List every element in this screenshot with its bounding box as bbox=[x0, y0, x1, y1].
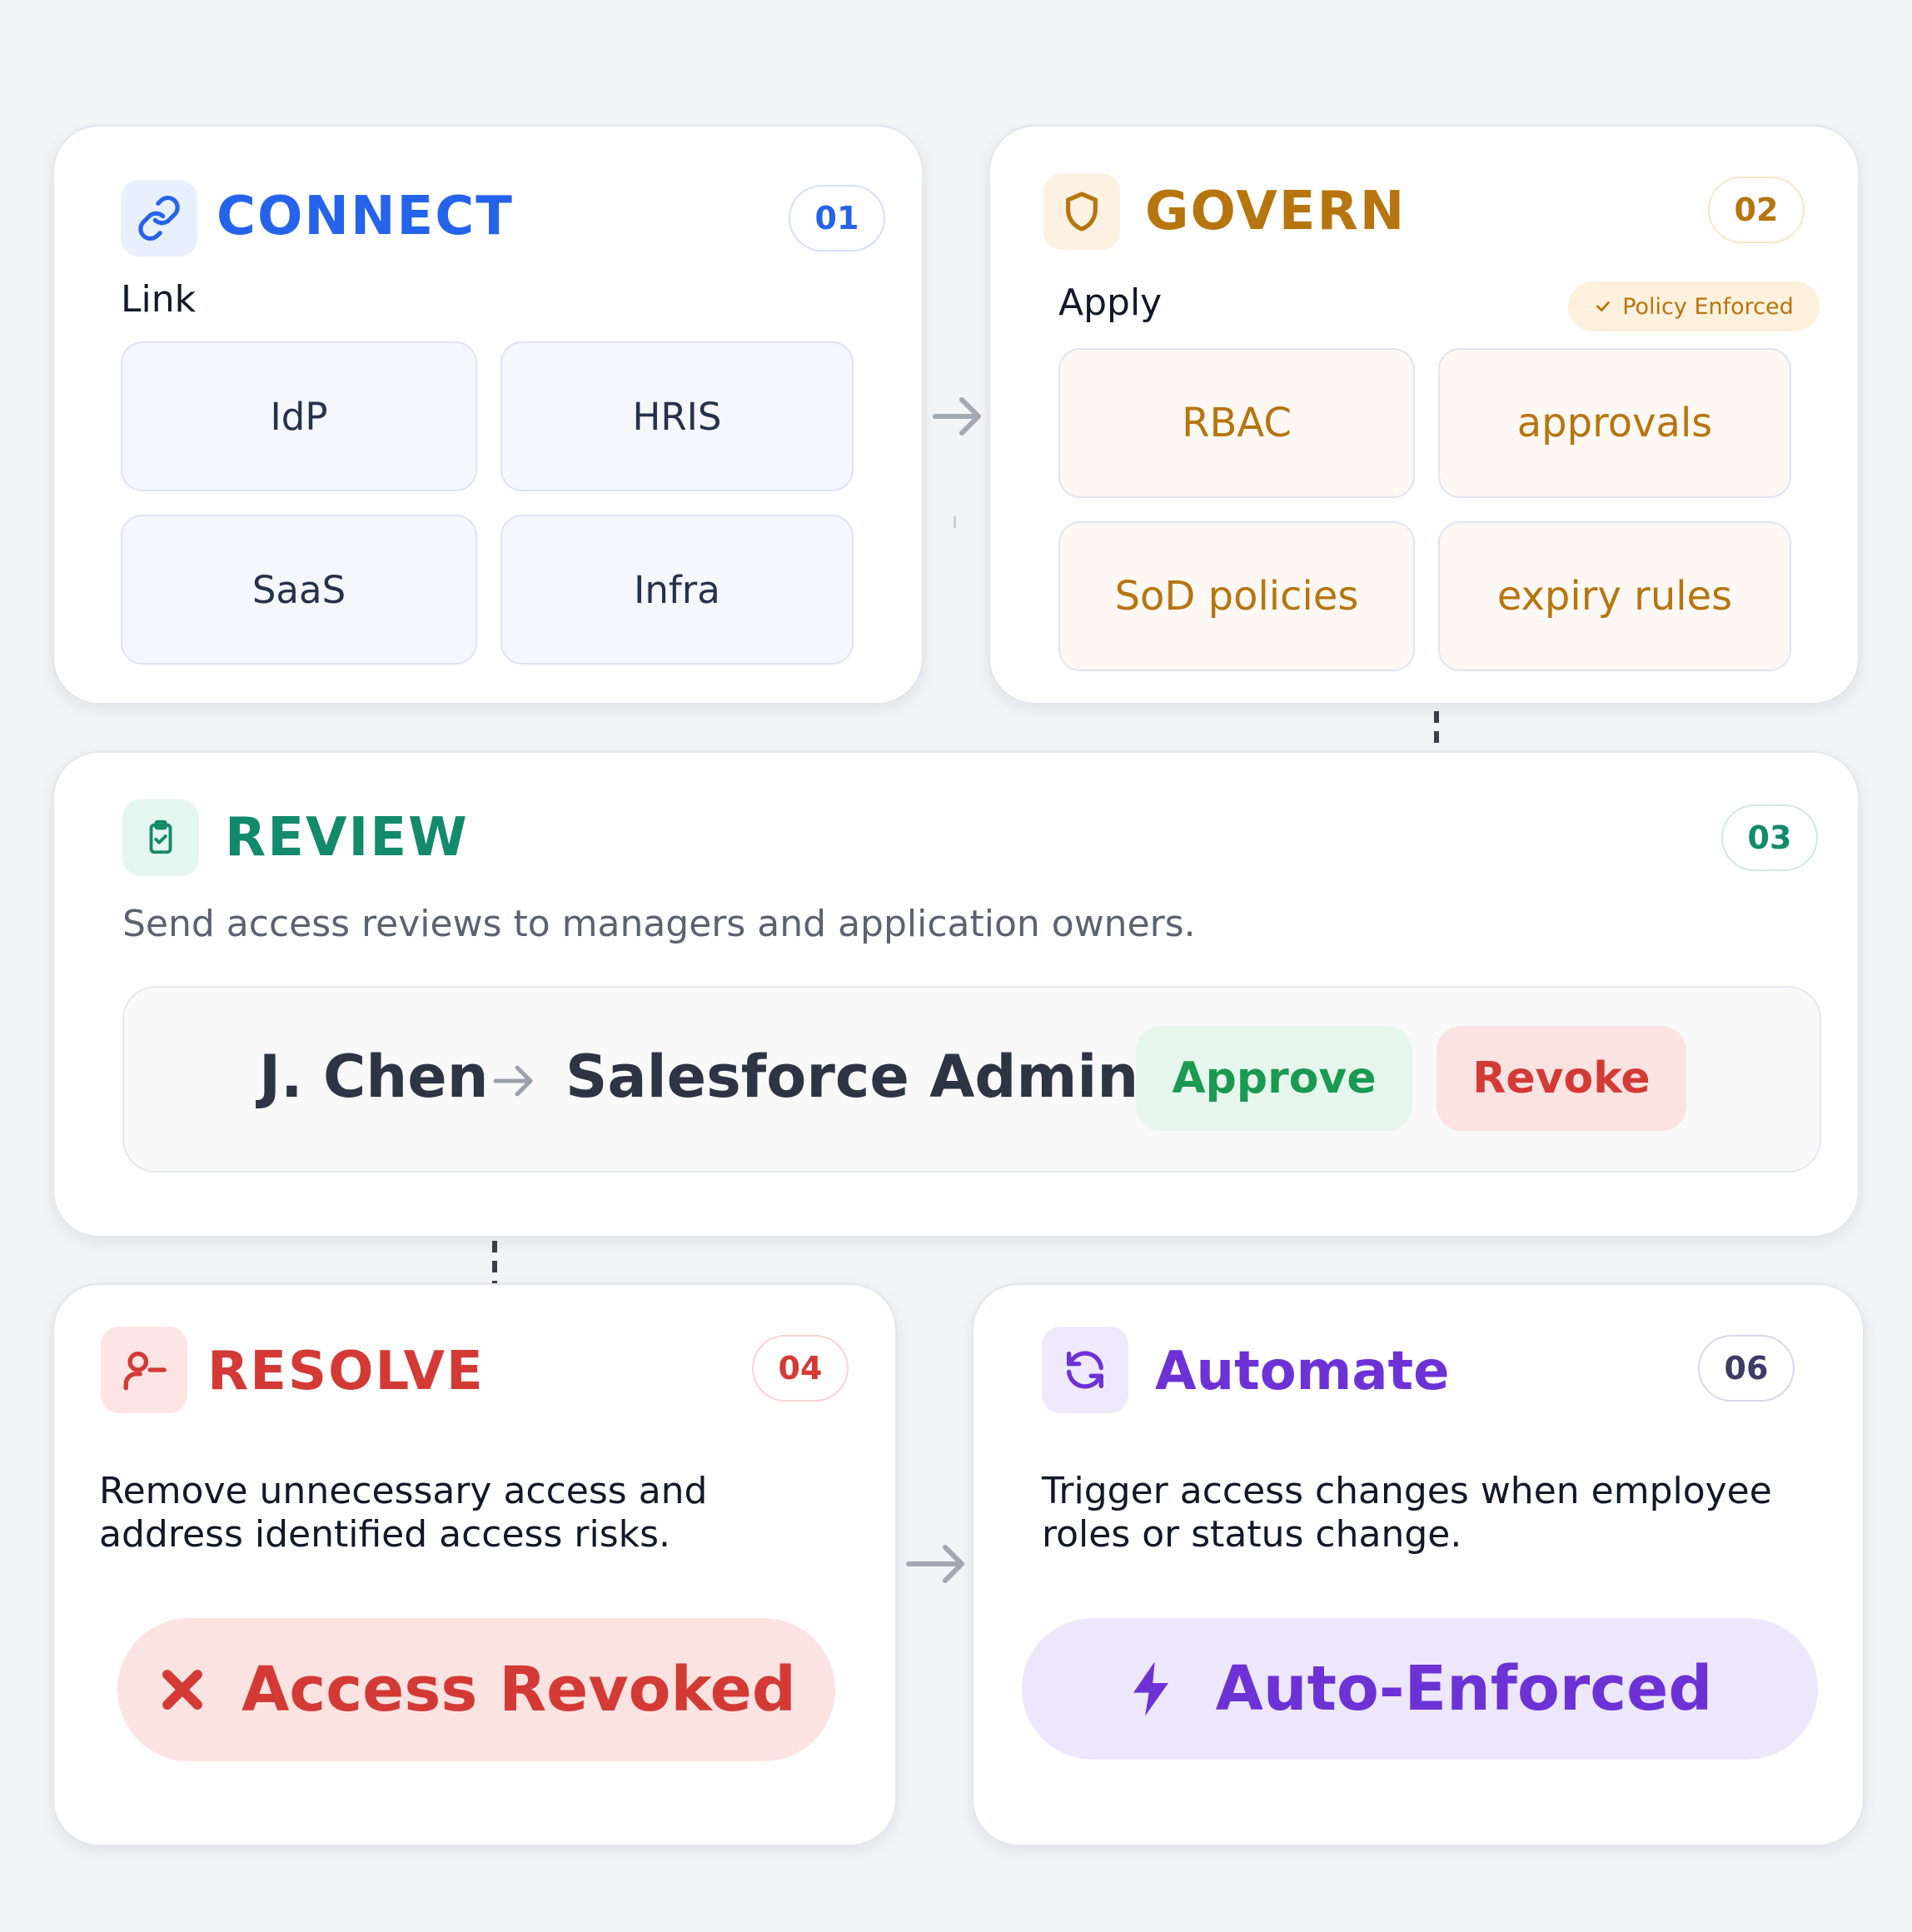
govern-icon-box bbox=[1043, 173, 1120, 250]
resolve-card: RESOLVE 04 Remove unnecessary access and… bbox=[52, 1283, 897, 1846]
link-icon bbox=[138, 196, 180, 241]
govern-title: GOVERN bbox=[1145, 181, 1407, 242]
govern-tile-expiry-rules[interactable]: expiry rules bbox=[1438, 521, 1791, 671]
approve-button[interactable]: Approve bbox=[1136, 1026, 1412, 1131]
connect-icon-box bbox=[121, 180, 197, 256]
connector-govern-to-review bbox=[1434, 711, 1439, 753]
check-icon bbox=[1596, 301, 1611, 311]
resolve-title: RESOLVE bbox=[207, 1341, 485, 1402]
review-icon-box bbox=[122, 799, 199, 876]
connect-tile-hris[interactable]: HRIS bbox=[500, 341, 854, 491]
connect-subtitle: Link bbox=[121, 278, 197, 321]
connect-tile-idp[interactable]: IdP bbox=[121, 341, 477, 491]
resolve-description: Remove unnecessary access and address id… bbox=[99, 1470, 708, 1556]
refresh-icon bbox=[1067, 1351, 1103, 1389]
review-card: REVIEW 03 Send access reviews to manager… bbox=[52, 751, 1860, 1237]
automate-step-number: 06 bbox=[1698, 1335, 1795, 1402]
govern-tile-rbac[interactable]: RBAC bbox=[1058, 348, 1415, 498]
govern-subtitle: Apply bbox=[1058, 281, 1163, 324]
arrow-connect-to-govern-icon bbox=[933, 397, 981, 436]
connect-tile-saas[interactable]: SaaS bbox=[121, 515, 477, 665]
access-revoked-label: Access Revoked bbox=[241, 1654, 796, 1725]
review-description: Send access reviews to managers and appl… bbox=[122, 903, 1196, 945]
lightning-icon bbox=[1133, 1661, 1168, 1716]
govern-card: GOVERN 02 Apply Policy Enforced RBAC app… bbox=[988, 125, 1860, 705]
auto-enforced-status: Auto-Enforced bbox=[1022, 1618, 1818, 1760]
automate-card: Automate 06 Trigger access changes when … bbox=[972, 1283, 1865, 1846]
connector-review-to-resolve bbox=[492, 1241, 497, 1284]
connect-tile-infra[interactable]: Infra bbox=[500, 515, 854, 665]
review-step-number: 03 bbox=[1721, 804, 1818, 871]
connect-title: CONNECT bbox=[217, 186, 514, 247]
arrow-resolve-to-automate-icon bbox=[906, 1545, 964, 1583]
review-request-row: J. Chen Salesforce Admin Approve Revoke bbox=[122, 986, 1821, 1173]
clipboard-check-icon bbox=[149, 819, 172, 854]
access-revoked-status: Access Revoked bbox=[117, 1618, 835, 1761]
revoke-button[interactable]: Revoke bbox=[1436, 1026, 1686, 1131]
govern-step-number: 02 bbox=[1708, 177, 1805, 243]
review-title: REVIEW bbox=[225, 807, 469, 869]
user-minus-icon bbox=[123, 1352, 167, 1391]
automate-title: Automate bbox=[1155, 1341, 1450, 1402]
automate-description: Trigger access changes when employee rol… bbox=[1042, 1470, 1772, 1556]
govern-tile-approvals[interactable]: approvals bbox=[1438, 348, 1791, 498]
review-role: Salesforce Admin bbox=[565, 1043, 1139, 1111]
automate-icon-box bbox=[1042, 1327, 1128, 1413]
resolve-step-number: 04 bbox=[752, 1335, 849, 1402]
policy-enforced-badge: Policy Enforced bbox=[1568, 281, 1820, 331]
auto-enforced-label: Auto-Enforced bbox=[1215, 1653, 1713, 1725]
connector-dash bbox=[954, 516, 956, 528]
resolve-icon-box bbox=[101, 1327, 187, 1413]
x-icon bbox=[162, 1670, 203, 1710]
review-user: J. Chen bbox=[259, 1043, 489, 1111]
policy-enforced-label: Policy Enforced bbox=[1622, 293, 1794, 320]
arrow-right-icon bbox=[493, 1065, 533, 1097]
connect-card: CONNECT 01 Link IdP HRIS SaaS Infra bbox=[52, 125, 924, 705]
connect-step-number: 01 bbox=[789, 185, 885, 251]
shield-icon bbox=[1066, 192, 1098, 232]
govern-tile-sod-policies[interactable]: SoD policies bbox=[1058, 521, 1415, 671]
